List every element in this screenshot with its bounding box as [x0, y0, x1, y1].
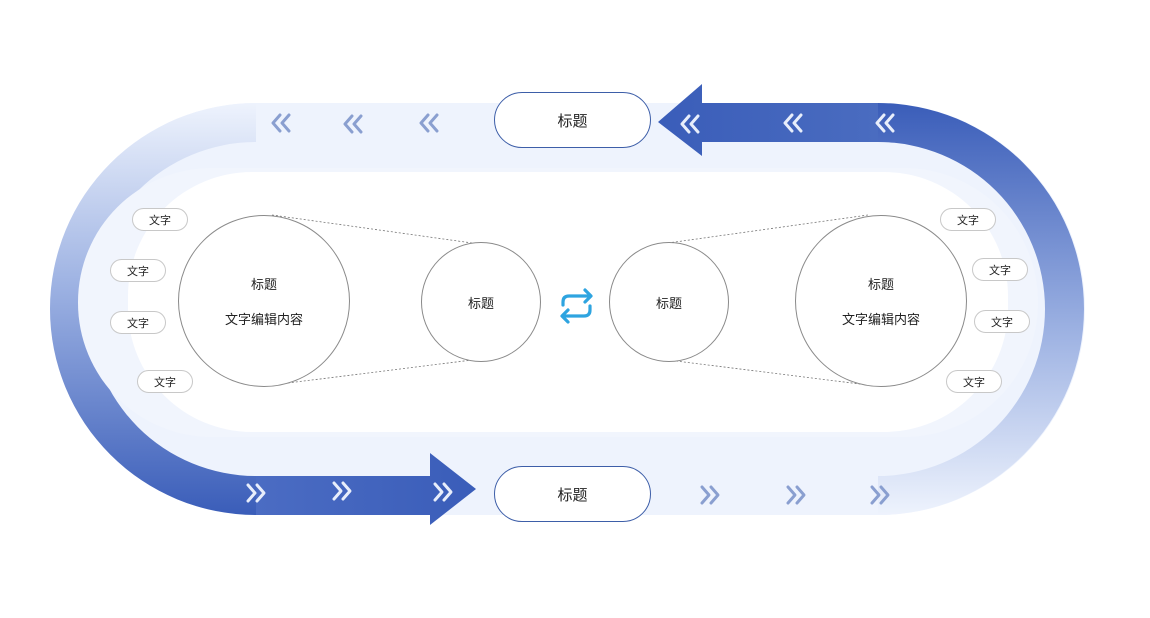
left-small-circle-title: 标题 — [467, 296, 494, 312]
connector-line — [667, 359, 869, 386]
right-tag: 文字 — [940, 208, 996, 231]
left-tag-label: 文字 — [154, 375, 176, 389]
right-tag: 文字 — [974, 310, 1030, 333]
right-tag-label: 文字 — [989, 263, 1011, 277]
double-chevron-left-icon — [680, 114, 700, 134]
track-left-arc — [50, 103, 256, 515]
right-small-circle: 标题 — [609, 242, 729, 362]
right-tag-label: 文字 — [957, 213, 979, 227]
right-tag-label: 文字 — [991, 315, 1013, 329]
double-chevron-left-icon — [875, 113, 895, 133]
double-chevron-left-icon — [419, 113, 439, 133]
left-small-circle: 标题 — [421, 242, 541, 362]
right-small-circle-title: 标题 — [655, 296, 682, 312]
left-tag-label: 文字 — [127, 264, 149, 278]
bottom-arrow — [256, 453, 476, 525]
top-title: 标题 — [557, 111, 588, 130]
right-big-circle: 标题 文字编辑内容 — [795, 215, 967, 387]
left-tag-label: 文字 — [127, 316, 149, 330]
left-big-circle-body: 文字编辑内容 — [224, 313, 303, 328]
left-tag-label: 文字 — [149, 213, 171, 227]
right-big-circle-title: 标题 — [867, 278, 894, 293]
right-tag: 文字 — [972, 258, 1028, 281]
connector-line — [271, 214, 473, 244]
bottom-title: 标题 — [557, 485, 588, 504]
double-chevron-right-icon — [786, 485, 806, 505]
left-tag: 文字 — [110, 311, 166, 334]
left-big-circle: 标题 文字编辑内容 — [178, 215, 350, 387]
top-title-pill: 标题 — [494, 92, 651, 148]
double-chevron-right-icon — [870, 485, 890, 505]
cycle-arrows-icon — [560, 288, 593, 324]
connector-line — [271, 359, 473, 386]
left-big-circle-title: 标题 — [250, 278, 277, 293]
connector-line — [667, 214, 869, 244]
right-tag-label: 文字 — [963, 375, 985, 389]
left-tag: 文字 — [137, 370, 193, 393]
double-chevron-left-icon — [271, 113, 291, 133]
left-tag: 文字 — [132, 208, 188, 231]
double-chevron-right-icon — [332, 481, 352, 501]
double-chevron-right-icon — [700, 485, 720, 505]
left-tag: 文字 — [110, 259, 166, 282]
top-arrow — [658, 84, 878, 156]
track-right-arc — [878, 103, 1084, 515]
bottom-title-pill: 标题 — [494, 466, 651, 522]
double-chevron-right-icon — [246, 483, 266, 503]
double-chevron-left-icon — [783, 113, 803, 133]
track-inner-core — [128, 172, 1008, 432]
right-tag: 文字 — [946, 370, 1002, 393]
double-chevron-right-icon — [433, 482, 453, 502]
double-chevron-left-icon — [343, 114, 363, 134]
right-big-circle-body: 文字编辑内容 — [841, 313, 920, 328]
